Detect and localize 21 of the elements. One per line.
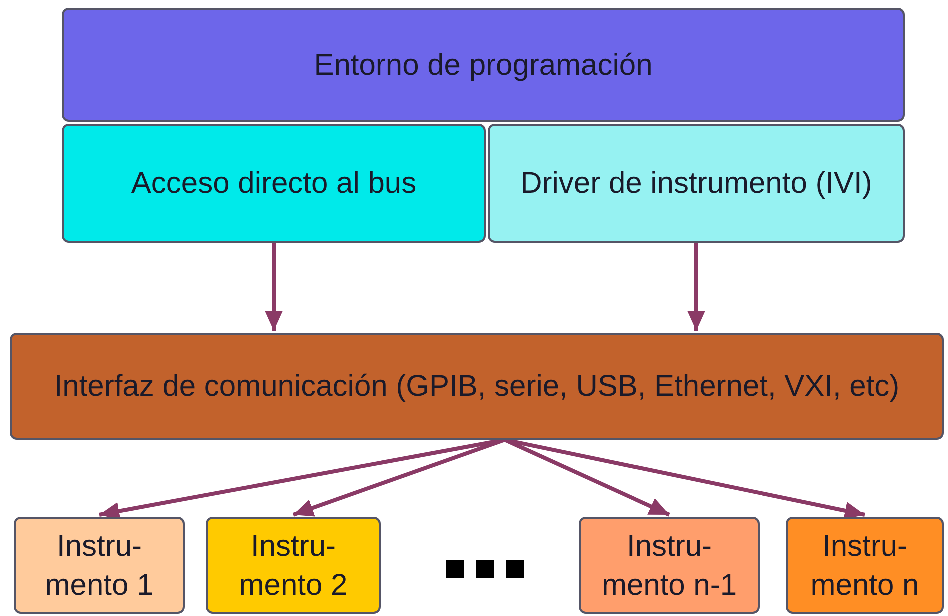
box-label: Interfaz de comunicación (GPIB, serie, USB, Ethernet, VXI, etc) <box>54 369 900 405</box>
arrow <box>265 243 283 331</box>
box-label: Instru- mento 1 <box>44 528 155 604</box>
arrow <box>292 438 506 517</box>
process-box <box>206 517 381 614</box>
process-box <box>488 124 905 243</box>
box-label: Driver de instrumento (IVI) <box>520 166 872 202</box>
process-box <box>62 8 905 122</box>
arrow <box>688 243 706 331</box>
arrow <box>504 438 866 520</box>
box-label: Instru- mento n <box>810 528 920 604</box>
box-label: Entorno de programación <box>314 48 653 84</box>
process-box <box>10 333 944 440</box>
process-box <box>786 517 944 614</box>
box-label: Instru- mento n-1 <box>600 528 738 604</box>
process-box <box>14 517 185 614</box>
box-label: Instru- mento 2 <box>238 528 349 604</box>
process-box <box>579 517 760 614</box>
box-label: Acceso directo al bus <box>131 166 417 202</box>
arrow <box>504 438 670 517</box>
process-box <box>62 124 486 243</box>
